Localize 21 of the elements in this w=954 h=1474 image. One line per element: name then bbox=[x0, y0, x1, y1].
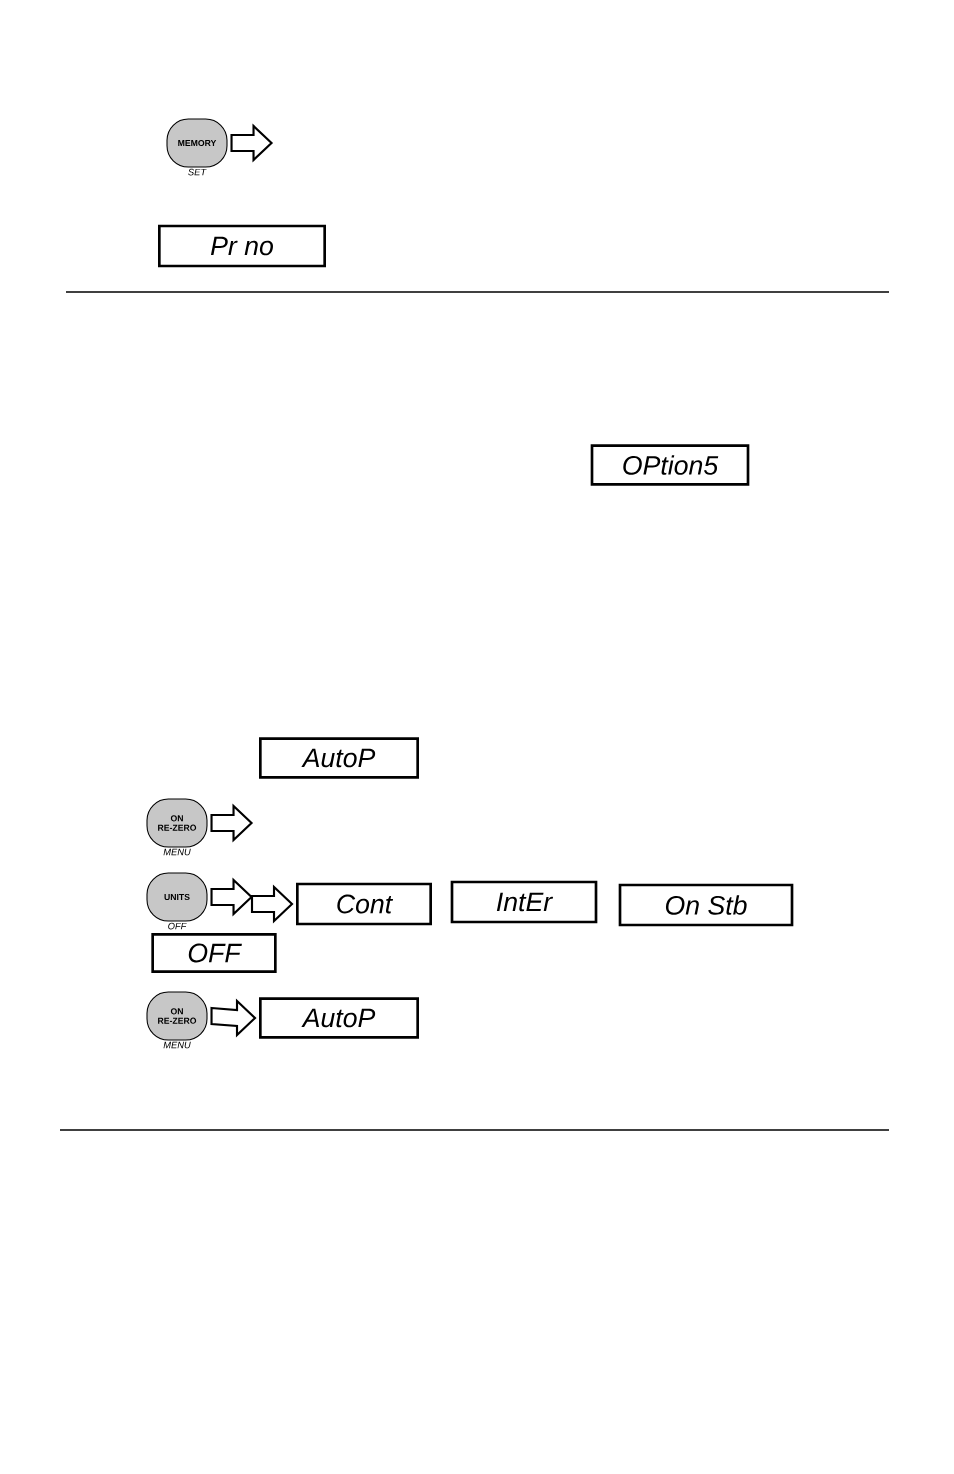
button-label: SET bbox=[188, 168, 207, 176]
lcd-display: On Stb bbox=[618, 883, 794, 927]
push-button: MEMORY bbox=[166, 118, 228, 168]
block-arrow bbox=[230, 123, 274, 163]
button-label: OFF bbox=[168, 922, 187, 930]
lcd-display: OFF bbox=[151, 933, 277, 973]
lcd-display: OPtion5 bbox=[590, 444, 750, 486]
push-button: ON RE-ZERO bbox=[146, 991, 208, 1041]
button-label: MENU bbox=[163, 848, 191, 856]
push-button: UNITS bbox=[146, 872, 208, 922]
lcd-display: IntEr bbox=[450, 880, 598, 924]
block-arrow bbox=[210, 803, 254, 843]
push-button: ON RE-ZERO bbox=[146, 798, 208, 848]
lcd-display: Pr no bbox=[158, 224, 326, 268]
lcd-display: AutoP bbox=[259, 997, 419, 1039]
block-arrow bbox=[210, 998, 257, 1038]
block-arrow bbox=[250, 884, 294, 924]
lcd-display: Cont bbox=[296, 882, 432, 926]
button-label: MENU bbox=[163, 1041, 191, 1049]
block-arrow bbox=[210, 877, 254, 917]
lcd-display: AutoP bbox=[259, 737, 419, 779]
